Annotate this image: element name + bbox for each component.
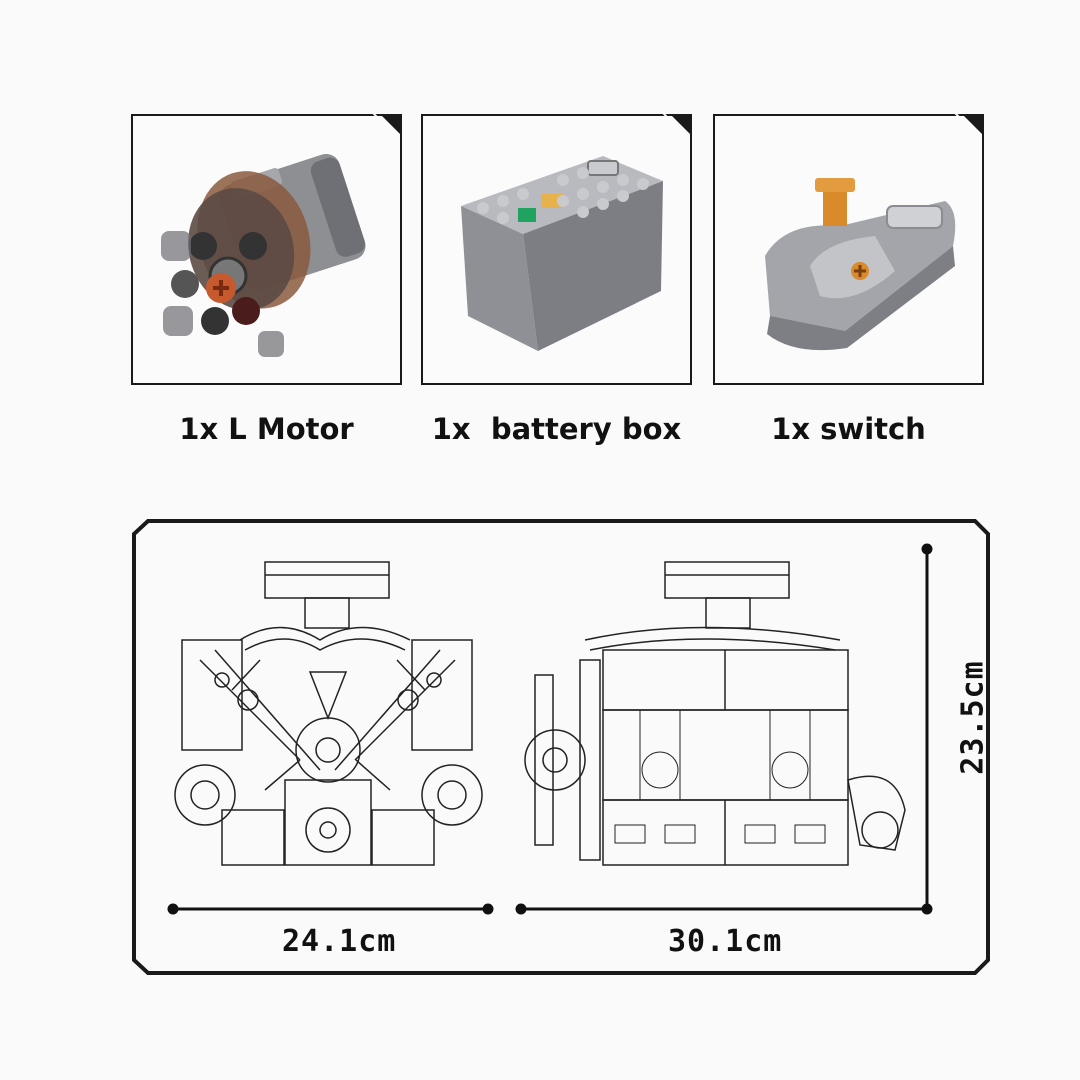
component-label-battery: 1x battery box — [431, 412, 682, 446]
component-card-motor — [131, 112, 402, 385]
dimension-frame — [132, 519, 990, 975]
engine-side-view — [524, 561, 906, 866]
switch-icon — [765, 178, 956, 351]
front-width-dimension-line — [167, 903, 494, 915]
component-card-switch — [713, 112, 984, 385]
height-label: 23.5cm — [955, 660, 991, 775]
front-width-label: 24.1cm — [282, 924, 397, 959]
battery-box-icon — [461, 156, 663, 351]
component-card-battery — [421, 112, 692, 385]
card-corner — [380, 114, 402, 136]
engine-front-view — [174, 561, 483, 866]
component-label-switch: 1x switch — [771, 412, 926, 446]
side-length-dimension-line — [515, 903, 933, 915]
component-label-motor: 1x L Motor — [179, 412, 354, 446]
side-length-label: 30.1cm — [668, 924, 783, 959]
l-motor-icon — [161, 153, 366, 357]
height-dimension-line — [921, 543, 933, 906]
